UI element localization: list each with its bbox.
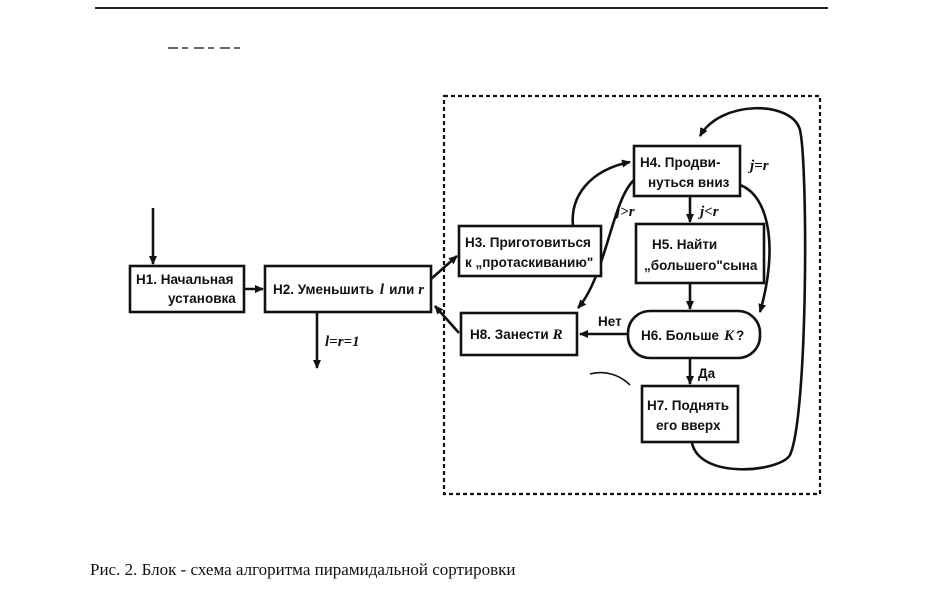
node-h5-line1: Н5. Найти [652, 237, 717, 252]
edge-h3-h4 [571, 159, 631, 227]
node-h7-line1: Н7. Поднять [647, 398, 729, 413]
figure-caption: Рис. 2. Блок - схема алгоритма пирамидал… [90, 560, 516, 579]
node-h4-line2: нуться вниз [648, 175, 730, 190]
node-h1-line1: Н1. Начальная [136, 272, 233, 287]
loop-region [442, 94, 822, 496]
node-h7-line2: его вверх [656, 418, 721, 433]
label-yes: Да [698, 366, 716, 381]
label-no: Нет [598, 314, 622, 329]
node-h4-line1: Н4. Продви- [640, 155, 720, 170]
edge-h7-h4-loop [690, 106, 807, 471]
edge-h4-h8 [577, 179, 635, 309]
node-h7: Н7. Поднять его вверх [640, 384, 740, 444]
node-h1: Н1. Начальная установка [128, 264, 246, 314]
node-h1-line2: установка [168, 291, 236, 306]
label-j-lt-r: j<r [698, 204, 719, 220]
node-h3-line2: к „протаскиванию" [465, 255, 593, 270]
label-j-eq-r: j=r [748, 158, 769, 174]
node-h5: Н5. Найти „большего"сына [634, 222, 766, 285]
node-h3-line1: Н3. Приготовиться [465, 235, 591, 250]
node-h4: Н4. Продви- нуться вниз [632, 144, 742, 198]
label-j-gt-r: j>r [614, 204, 635, 220]
node-h5-line2: „большего"сына [644, 258, 758, 273]
node-h3: Н3. Приготовиться к „протаскиванию" [457, 224, 603, 278]
edge-h8-h2 [434, 305, 460, 334]
scan-mark [589, 371, 631, 386]
label-exit: l=r=1 [325, 334, 360, 350]
edge-h2-h3 [430, 255, 458, 280]
edge-h4-h6 [739, 183, 771, 313]
